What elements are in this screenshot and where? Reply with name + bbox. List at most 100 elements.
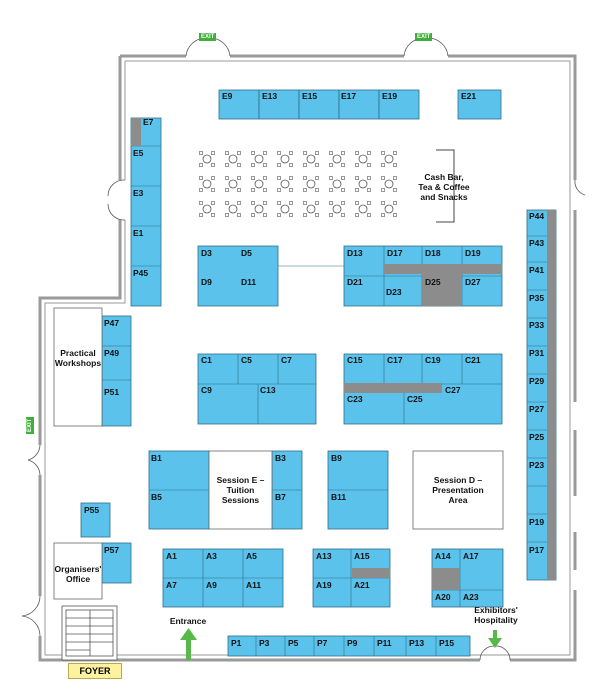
stand-block[interactable]: [258, 89, 300, 120]
cafe-table: [303, 151, 319, 167]
stand-label-p35: P35: [529, 293, 545, 303]
stand-label-a14: A14: [435, 551, 451, 561]
stand-label-a13: A13: [316, 551, 332, 561]
cafe-table: [381, 176, 397, 192]
stand-label-a21: A21: [354, 580, 370, 590]
cafe-table: [225, 151, 241, 167]
stand-label-e9: E9: [222, 91, 233, 101]
cafe-table: [225, 201, 241, 217]
exhibitors-hospitality-label: Exhibitors' Hospitality: [474, 605, 518, 626]
stand-label-c19: C19: [425, 355, 441, 365]
stand-label-p29: P29: [529, 376, 545, 386]
cafe-table: [329, 201, 345, 217]
stand-label-d11: D11: [241, 277, 257, 287]
stand-label-p7: P7: [317, 638, 328, 648]
stand-label-d21: D21: [347, 277, 363, 287]
stand-label-p47: P47: [104, 318, 120, 328]
stand-label-c13: C13: [260, 385, 276, 395]
cafe-table: [199, 151, 215, 167]
stand-label-p15: P15: [439, 638, 455, 648]
session-e-area: [208, 450, 273, 530]
stand-label-p41: P41: [529, 265, 545, 275]
stand-label-a1: A1: [166, 551, 177, 561]
stand-label-b11: B11: [331, 492, 347, 502]
stand-block[interactable]: [338, 89, 380, 120]
stand-label-p31: P31: [529, 348, 545, 358]
stand-label-p55: P55: [84, 505, 100, 515]
cafe-table: [355, 176, 371, 192]
cafe-table: [251, 201, 267, 217]
stand-block[interactable]: [80, 502, 111, 538]
stand-label-p1: P1: [231, 638, 242, 648]
stand-label-p9: P9: [347, 638, 358, 648]
stand-label-p57: P57: [104, 545, 120, 555]
hospitality-arrow: [488, 630, 502, 648]
stand-label-e5: E5: [133, 148, 144, 158]
stand-label-p43: P43: [529, 238, 545, 248]
stand-label-p23: P23: [529, 460, 545, 470]
stand-block[interactable]: [197, 245, 279, 307]
cafe-table: [355, 151, 371, 167]
stand-label-p5: P5: [288, 638, 299, 648]
session-d-area: [412, 450, 504, 530]
stand-label-p51: P51: [104, 387, 120, 397]
cafe-table: [381, 201, 397, 217]
stand-label-b5: B5: [151, 492, 162, 502]
stand-label-e1: E1: [133, 228, 144, 238]
cafe-table: [381, 151, 397, 167]
stand-label-e21: E21: [461, 91, 477, 101]
bar-counter: [436, 149, 455, 223]
stand-block[interactable]: [101, 315, 132, 427]
reserved-strip: [432, 568, 460, 590]
stand-label-a15: A15: [354, 551, 370, 561]
stand-label-d23: D23: [386, 287, 402, 297]
reserved-strip: [344, 383, 442, 393]
stand-label-c25: C25: [407, 394, 423, 404]
stand-label-c1: C1: [201, 355, 212, 365]
entrance-label: Entrance: [169, 616, 207, 626]
cafe-table: [303, 201, 319, 217]
reserved-strip: [422, 274, 462, 306]
stand-block[interactable]: [227, 635, 471, 657]
stand-block[interactable]: [298, 89, 340, 120]
stand-label-e15: E15: [302, 91, 318, 101]
stand-label-c21: C21: [465, 355, 481, 365]
stand-label-p25: P25: [529, 432, 545, 442]
cafe-table: [303, 176, 319, 192]
stand-block[interactable]: [101, 542, 132, 584]
stand-label-p33: P33: [529, 320, 545, 330]
exit-sign-left: EXIT: [26, 416, 34, 434]
reserved-strip: [384, 264, 502, 274]
stand-label-a7: A7: [166, 580, 177, 590]
stand-block[interactable]: [378, 89, 420, 120]
stand-label-a20: A20: [435, 592, 451, 602]
cafe-table: [329, 151, 345, 167]
stand-block[interactable]: [457, 89, 502, 120]
stand-label-d17: D17: [387, 248, 403, 258]
stand-label-a11: A11: [246, 580, 262, 590]
stand-label-c23: C23: [347, 394, 363, 404]
practical-workshops-label: Practical Workshops: [54, 348, 102, 369]
cafe-table: [251, 151, 267, 167]
cafe-table: [329, 176, 345, 192]
hall-walls: [38, 54, 577, 662]
exit-sign-top-left: EXIT: [199, 33, 217, 41]
stand-label-e3: E3: [133, 188, 144, 198]
stand-label-a19: A19: [316, 580, 332, 590]
stand-block[interactable]: [197, 353, 317, 425]
cafe-table: [355, 201, 371, 217]
exit-sign-top-right: EXIT: [415, 33, 433, 41]
stand-label-d25: D25: [425, 277, 441, 287]
stand-label-p3: P3: [259, 638, 270, 648]
session-d-label: Session D – Presentation Area: [432, 475, 484, 506]
stand-label-p19: P19: [529, 517, 545, 527]
stand-label-c9: C9: [201, 385, 212, 395]
cafe-tables: [199, 151, 397, 217]
cafe-table: [225, 176, 241, 192]
stand-label-c7: C7: [281, 355, 292, 365]
zone-boxes: [53, 307, 504, 600]
stand-label-b9: B9: [331, 453, 342, 463]
stand-label-d5: D5: [241, 248, 252, 258]
stand-block[interactable]: [130, 117, 162, 307]
